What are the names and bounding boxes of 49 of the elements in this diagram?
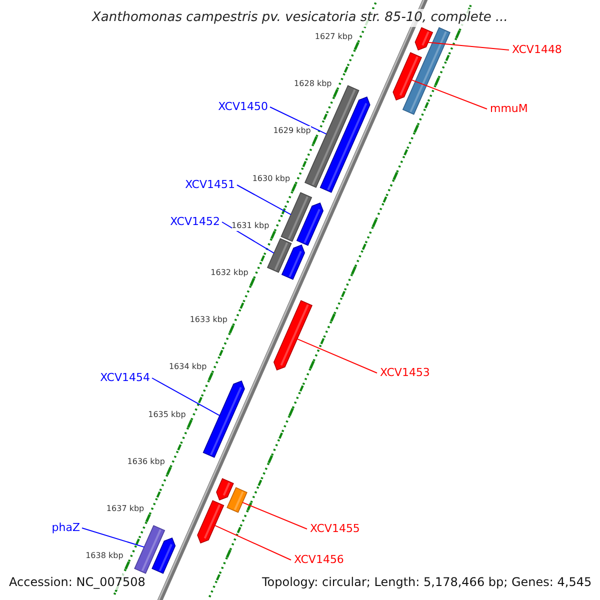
gene-label: XCV1452 <box>170 215 220 229</box>
tick-label: 1631 kbp <box>232 220 270 231</box>
leader-line <box>214 524 292 560</box>
accession-text: Accession: NC_007508 <box>9 574 146 590</box>
tick-label: 1628 kbp <box>294 79 332 90</box>
tick-label: 1629 kbp <box>273 126 311 136</box>
gene-label: phaZ <box>52 521 80 535</box>
gene-block <box>281 244 306 280</box>
gene-block <box>216 478 234 501</box>
feature-bar <box>402 27 451 115</box>
tick-label: 1636 kbp <box>127 456 165 467</box>
gene-block <box>296 202 324 246</box>
gene-label: mmuM <box>490 102 528 116</box>
leader-line <box>411 79 488 110</box>
leader-line <box>270 106 327 135</box>
gene-block <box>273 300 313 371</box>
topology-text: Topology: circular; Length: 5,178,466 bp; Genes: 4,545 <box>262 574 592 590</box>
gene-label: XCV1451 <box>185 178 235 192</box>
gene-label: XCV1448 <box>512 43 562 57</box>
gene-label: XCV1450 <box>218 100 268 114</box>
leader-line <box>82 528 145 548</box>
leader-line <box>222 222 274 254</box>
gene-label: XCV1456 <box>294 553 344 567</box>
gene-block <box>320 96 370 193</box>
gene-label: XCV1454 <box>100 371 150 385</box>
tick-label: 1635 kbp <box>148 410 186 420</box>
gene-block <box>414 27 434 51</box>
leader-line <box>428 42 510 50</box>
tick-label: 1637 kbp <box>106 504 144 514</box>
gene-block <box>197 500 224 544</box>
tick-label: 1627 kbp <box>314 32 353 42</box>
leader-line <box>296 338 378 374</box>
feature-bar <box>226 487 248 513</box>
leader-line <box>236 184 292 216</box>
leader-line <box>152 378 220 416</box>
feature-bar <box>266 238 292 273</box>
gene-block <box>152 537 176 574</box>
tick-label: 1634 kbp <box>168 362 207 372</box>
leader-line <box>242 502 308 530</box>
gene-label: XCV1455 <box>310 522 360 536</box>
gene-block <box>202 380 245 458</box>
tick-label: 1638 kbp <box>86 551 124 562</box>
tick-label: 1633 kbp <box>190 315 228 326</box>
gene-block <box>392 52 422 101</box>
feature-bar <box>134 525 166 574</box>
gene-label: XCV1453 <box>380 366 430 380</box>
feature-bar <box>280 192 312 242</box>
tick-label: 1630 kbp <box>252 174 290 184</box>
tick-label: 1632 kbp <box>210 268 248 278</box>
